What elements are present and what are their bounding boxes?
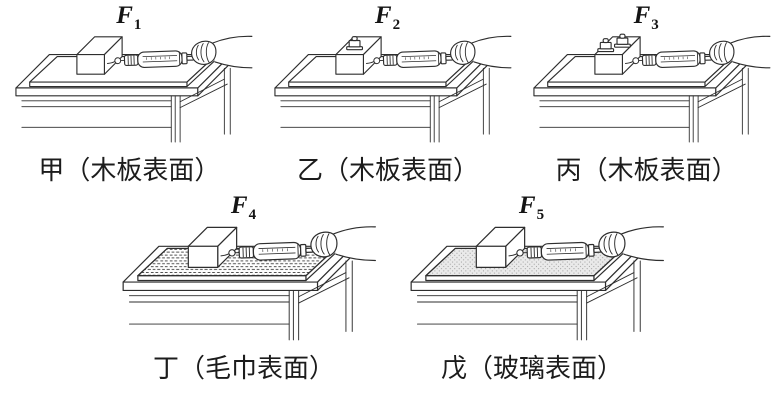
force-subscript: 4 xyxy=(248,207,258,223)
panel-caption: 乙（木板表面） xyxy=(297,156,480,185)
force-subscript: 2 xyxy=(392,17,402,33)
experiment-illustration xyxy=(274,35,512,143)
panel-caption: 丁（毛巾表面） xyxy=(152,354,335,383)
force-subscript: 3 xyxy=(651,17,660,33)
wood-block xyxy=(187,226,238,268)
force-symbol: F xyxy=(230,192,249,219)
weights xyxy=(346,36,364,51)
experiment-panel-yi: F2 乙（木板表面） xyxy=(259,2,518,187)
hand xyxy=(450,35,512,69)
figure-row-top: F1 甲（木板表面） F2 乙（木板表面） F3 丙（木板表面） xyxy=(0,2,776,187)
spring-scale xyxy=(624,50,713,68)
wood-block xyxy=(475,226,526,268)
force-label: F2 xyxy=(374,2,401,33)
experiment-illustration xyxy=(410,226,664,341)
hand xyxy=(191,35,253,69)
force-subscript: 5 xyxy=(536,207,546,223)
force-subscript: 1 xyxy=(133,17,143,33)
force-symbol: F xyxy=(518,192,537,219)
weights xyxy=(596,33,631,53)
force-label: F5 xyxy=(518,192,545,223)
figure-row-bottom: F4 丁（毛巾表面） F5 戊（玻璃表面） xyxy=(0,192,776,385)
force-symbol: F xyxy=(633,2,652,29)
experiment-illustration xyxy=(122,226,376,341)
panel-caption: 戊（玻璃表面） xyxy=(440,354,623,383)
force-label: F1 xyxy=(116,2,142,33)
experiment-illustration xyxy=(533,33,771,143)
experiment-panel-jia: F1 甲（木板表面） xyxy=(0,2,259,187)
force-symbol: F xyxy=(116,2,134,29)
spring-scale xyxy=(508,241,602,261)
panel-caption: 甲（木板表面） xyxy=(38,156,221,185)
force-label: F4 xyxy=(230,192,257,223)
experiment-panel-bing: F3 丙（木板表面） xyxy=(517,2,776,187)
panel-caption: 丙（木板表面） xyxy=(555,156,738,185)
experiment-panel-wu: F5 戊（玻璃表面） xyxy=(391,192,673,385)
wood-block xyxy=(76,36,124,75)
hand xyxy=(598,226,664,262)
spring-scale xyxy=(220,241,314,261)
force-label: F3 xyxy=(633,2,660,33)
spring-scale xyxy=(365,50,454,68)
hand xyxy=(708,35,771,69)
hand xyxy=(310,226,376,262)
experiment-panel-ding: F4 丁（毛巾表面） xyxy=(103,192,385,385)
spring-scale xyxy=(107,50,195,68)
force-symbol: F xyxy=(374,2,393,29)
experiment-illustration xyxy=(15,35,253,143)
